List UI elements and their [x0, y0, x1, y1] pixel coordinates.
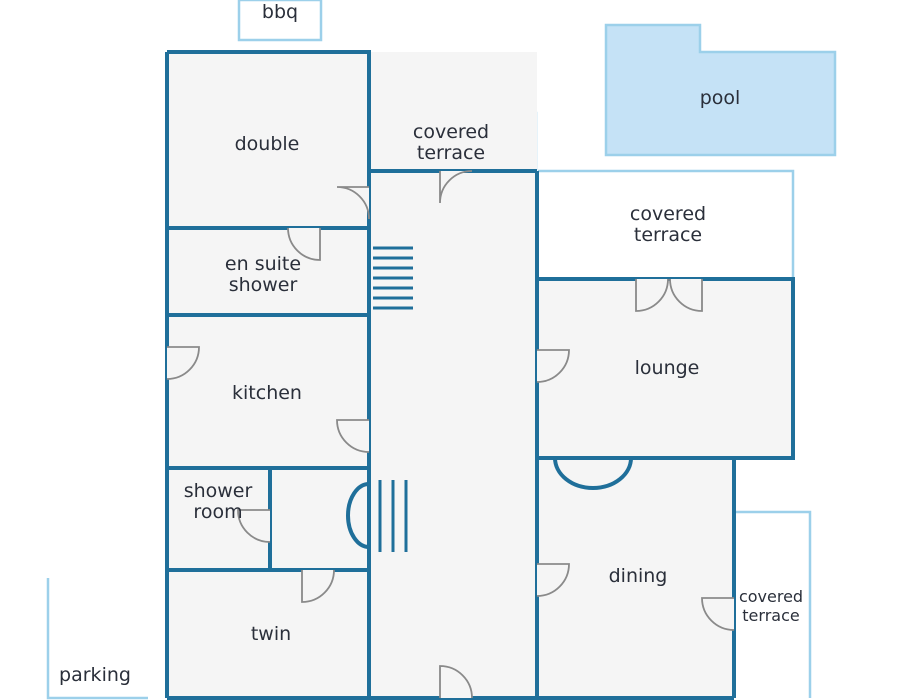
pool — [604, 23, 837, 157]
bbq-label: bbq — [262, 1, 298, 23]
pool-label: pool — [700, 87, 741, 109]
bbq-area — [237, 0, 323, 42]
dining-label: dining — [609, 565, 668, 587]
lounge-floor — [537, 279, 793, 458]
twin-label: twin — [251, 623, 291, 645]
parking-area — [46, 578, 148, 700]
doors — [166, 170, 735, 699]
house-floor — [167, 52, 537, 698]
double-label: double — [235, 133, 300, 155]
shower-room-label-1: shower — [184, 480, 253, 502]
lounge-label: lounge — [635, 357, 700, 379]
covered-terrace-right-label-2: terrace — [634, 224, 702, 246]
stairs-lower — [378, 480, 408, 552]
covered-terrace-right-label-1: covered — [630, 203, 706, 225]
covered-terrace-side-label-2: terrace — [742, 606, 799, 625]
kitchen-label: kitchen — [232, 382, 302, 404]
en-suite-label-2: shower — [229, 274, 298, 296]
en-suite-label-1: en suite — [225, 253, 301, 275]
covered-terrace-top-label-2: terrace — [417, 142, 485, 164]
covered-terrace-top-label-1: covered — [413, 121, 489, 143]
dining-floor — [537, 458, 734, 698]
shower-room-label-2: room — [193, 501, 242, 523]
covered-terrace-side — [735, 510, 812, 698]
covered-terrace-side-label-1: covered — [739, 587, 803, 606]
covered-terrace-right — [538, 169, 795, 278]
parking-label: parking — [59, 664, 131, 686]
stairs-upper — [373, 246, 413, 310]
